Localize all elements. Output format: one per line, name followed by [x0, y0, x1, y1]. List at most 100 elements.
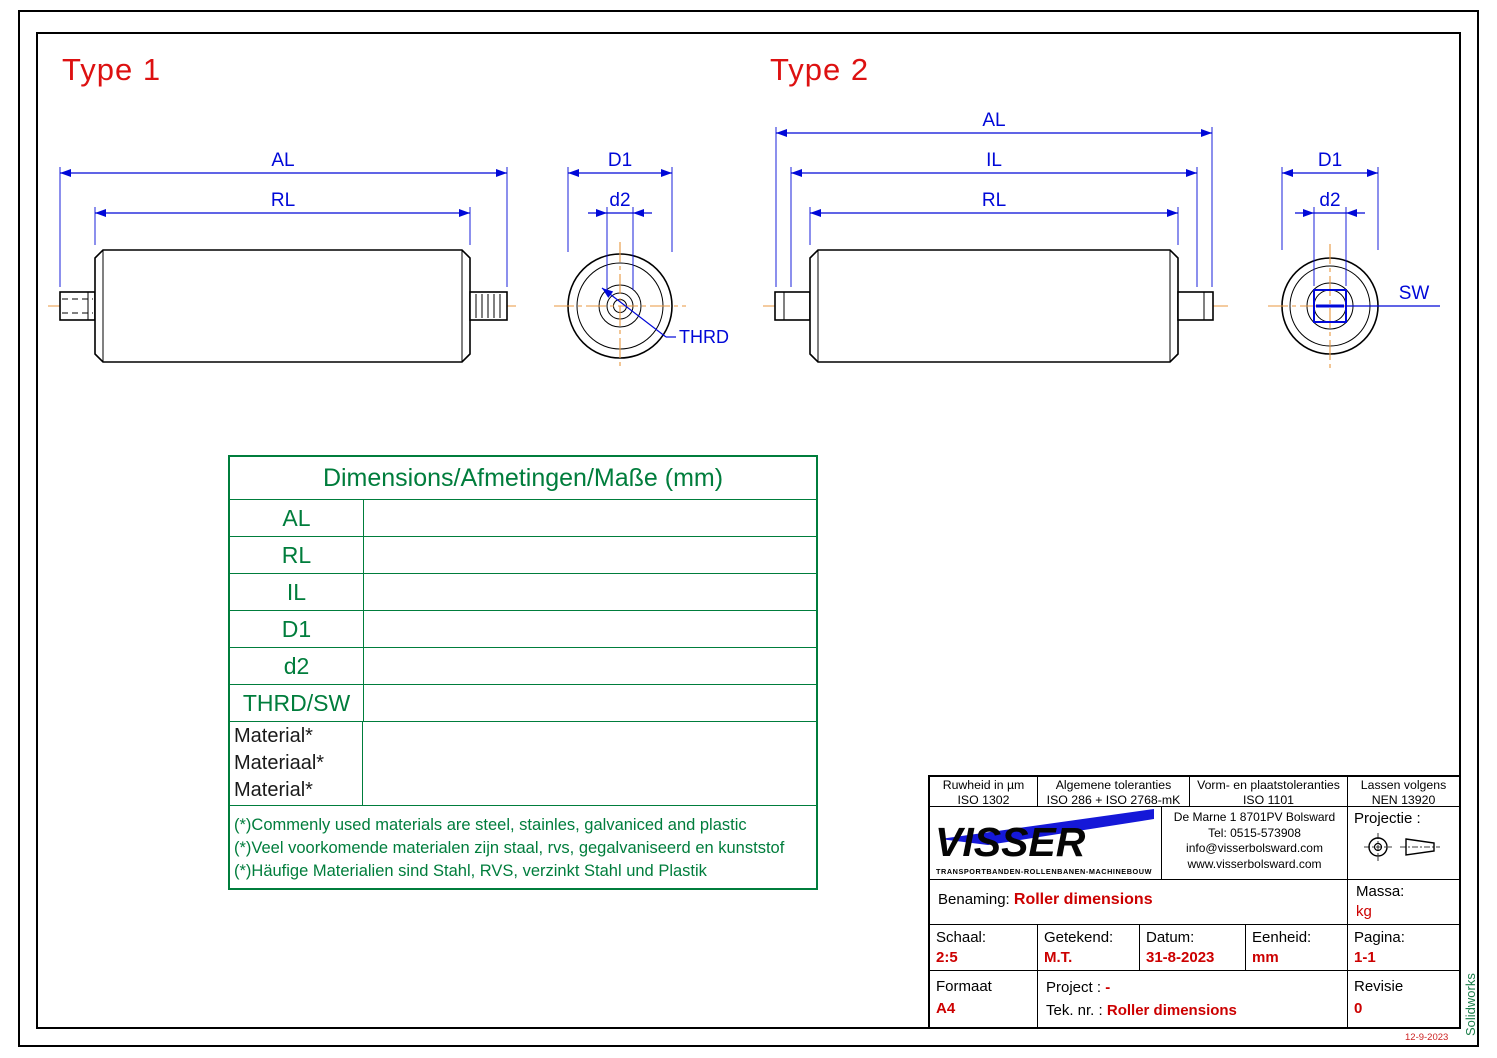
outer-border — [18, 10, 1479, 1047]
material-notes: (*)Commenly used materials are steel, st… — [230, 806, 816, 888]
formaat-cell: Formaat A4 — [930, 971, 1038, 1027]
dim-value-al[interactable] — [364, 500, 816, 536]
pagina-label: Pagina: — [1354, 929, 1405, 946]
schaal-cell: Schaal: 2:5 — [930, 925, 1038, 970]
benaming-row: Benaming: Roller dimensions Massa: kg — [930, 880, 1459, 925]
type1-dimension-d2: d2 — [588, 190, 652, 290]
type1-end-view — [554, 242, 686, 370]
dim-row-il: IL — [230, 574, 816, 611]
toleranties-iso: ISO 286 + ISO 2768-mK — [1046, 792, 1181, 807]
vorm-iso: ISO 1101 — [1242, 792, 1295, 807]
title-block: Ruwheid in µm ISO 1302 Algemene tolerant… — [928, 775, 1461, 1029]
type2-side-view — [763, 249, 1228, 363]
type2-d1-label: D1 — [1318, 150, 1342, 171]
bottom-row: Formaat A4 Project : - Tek. nr. : Roller… — [930, 971, 1459, 1027]
pagina-value: 1-1 — [1354, 949, 1376, 967]
dim-label-al: AL — [230, 500, 364, 536]
formaat-value: A4 — [936, 999, 956, 1017]
dim-label-rl: RL — [230, 537, 364, 573]
teknr-label: Tek. nr. : — [1046, 1002, 1103, 1020]
technical-drawing: Type 1 Type 2 AL RL — [48, 52, 1440, 370]
teknr-line: Tek. nr. : Roller dimensions — [1046, 999, 1339, 1022]
type1-al-label: AL — [271, 150, 294, 171]
type2-il-label: IL — [986, 150, 1002, 171]
material-label-en: Material* — [234, 725, 313, 747]
projection-cell: Projectie : — [1348, 807, 1459, 879]
type1-d2-label: d2 — [609, 190, 630, 211]
address-street: De Marne 1 8701PV Bolsward — [1173, 810, 1336, 824]
vorm-label: Vorm- en plaatstoleranties — [1197, 778, 1340, 792]
type2-dimension-d1: D1 — [1281, 150, 1379, 250]
type1-thrd-callout: THRD — [601, 287, 729, 347]
type2-al-label: AL — [982, 110, 1005, 131]
standard-ruwheid: Ruwheid in µm ISO 1302 — [930, 777, 1038, 806]
standard-vorm: Vorm- en plaatstoleranties ISO 1101 — [1190, 777, 1348, 806]
revisie-value: 0 — [1354, 999, 1363, 1017]
dim-value-rl[interactable] — [364, 537, 816, 573]
dim-label-thrd-sw: THRD/SW — [230, 685, 364, 721]
type1-thrd-label: THRD — [679, 327, 729, 347]
dim-row-rl: RL — [230, 537, 816, 574]
getekend-cell: Getekend: M.T. — [1038, 925, 1140, 970]
dimensions-table-title: Dimensions/Afmetingen/Maße (mm) — [230, 457, 816, 500]
logo-swoosh-icon — [940, 809, 1154, 845]
type1-dimension-rl: RL — [94, 190, 471, 245]
dimensions-table: Dimensions/Afmetingen/Maße (mm) AL RL IL… — [228, 455, 818, 890]
teknr-value: Roller dimensions — [1106, 1002, 1237, 1020]
address-website[interactable]: www.visserbolsward.com — [1187, 856, 1322, 871]
meta-row: Schaal: 2:5 Getekend: M.T. Datum: 31-8-2… — [930, 925, 1459, 971]
address-phone: Tel: 0515-573908 — [1208, 825, 1301, 840]
material-label-nl: Materiaal* — [234, 752, 325, 774]
dim-value-d1[interactable] — [364, 611, 816, 647]
dim-label-d2: d2 — [230, 648, 364, 684]
inner-border — [36, 32, 1461, 1029]
project-colon: : — [1096, 979, 1106, 996]
dim-value-il[interactable] — [364, 574, 816, 610]
type2-dimension-al: AL — [775, 110, 1213, 287]
material-label-de: Material* — [234, 779, 313, 801]
standard-lassen: Lassen volgens NEN 13920 — [1348, 777, 1459, 806]
getekend-value: M.T. — [1044, 949, 1073, 967]
benaming-label: Benaming: — [938, 891, 1010, 908]
type1-dimension-d1: D1 — [567, 150, 673, 252]
address-email[interactable]: info@visserbolsward.com — [1186, 841, 1323, 856]
company-address: De Marne 1 8701PV Bolsward Tel: 0515-573… — [1162, 807, 1348, 879]
getekend-label: Getekend: — [1044, 929, 1114, 946]
type2-dimension-il: IL — [790, 150, 1198, 287]
dim-value-thrd-sw[interactable] — [364, 685, 816, 721]
eenheid-value: mm — [1252, 949, 1279, 967]
standard-toleranties: Algemene toleranties ISO 286 + ISO 2768-… — [1038, 777, 1190, 806]
dim-value-material[interactable] — [363, 722, 816, 805]
material-note-nl: (*)Veel voorkomende materialen zijn staa… — [234, 838, 785, 857]
logo-wordmark: VISSER — [935, 819, 1086, 865]
dim-row-d2: d2 — [230, 648, 816, 685]
type1-title: Type 1 — [62, 52, 161, 87]
formaat-label: Formaat — [936, 978, 992, 995]
lassen-label: Lassen volgens — [1360, 778, 1447, 792]
datum-value: 31-8-2023 — [1146, 949, 1215, 967]
material-note-en: (*)Commenly used materials are steel, st… — [234, 816, 747, 834]
ruwheid-label: Ruwheid in µm — [942, 778, 1025, 792]
dim-row-d1: D1 — [230, 611, 816, 648]
lassen-norm: NEN 13920 — [1371, 792, 1436, 807]
revisie-cell: Revisie 0 — [1348, 971, 1459, 1027]
company-logo: VISSER TRANSPORTBANDEN-ROLLENBANEN-MACHI… — [930, 807, 1162, 879]
first-angle-projection-icon — [1363, 833, 1440, 861]
dim-row-material: Material* Materiaal* Material* — [230, 722, 816, 806]
massa-label: Massa: — [1356, 883, 1405, 900]
brand-row: VISSER TRANSPORTBANDEN-ROLLENBANEN-MACHI… — [930, 807, 1459, 880]
project-label: Project — [1046, 979, 1093, 996]
dim-label-d1: D1 — [230, 611, 364, 647]
benaming-cell: Benaming: Roller dimensions — [930, 880, 1348, 924]
type2-title: Type 2 — [770, 52, 869, 87]
project-value: - — [1105, 979, 1111, 996]
eenheid-cell: Eenheid: mm — [1246, 925, 1348, 970]
type2-sw-label: SW — [1399, 283, 1430, 304]
project-line: Project : - — [1046, 976, 1339, 999]
massa-value: kg — [1356, 903, 1372, 921]
type2-rl-label: RL — [982, 190, 1006, 211]
dim-value-d2[interactable] — [364, 648, 816, 684]
massa-cell: Massa: kg — [1348, 880, 1459, 924]
datum-label: Datum: — [1146, 929, 1195, 946]
material-note-de: (*)Häufige Materialien sind Stahl, RVS, … — [234, 861, 707, 880]
